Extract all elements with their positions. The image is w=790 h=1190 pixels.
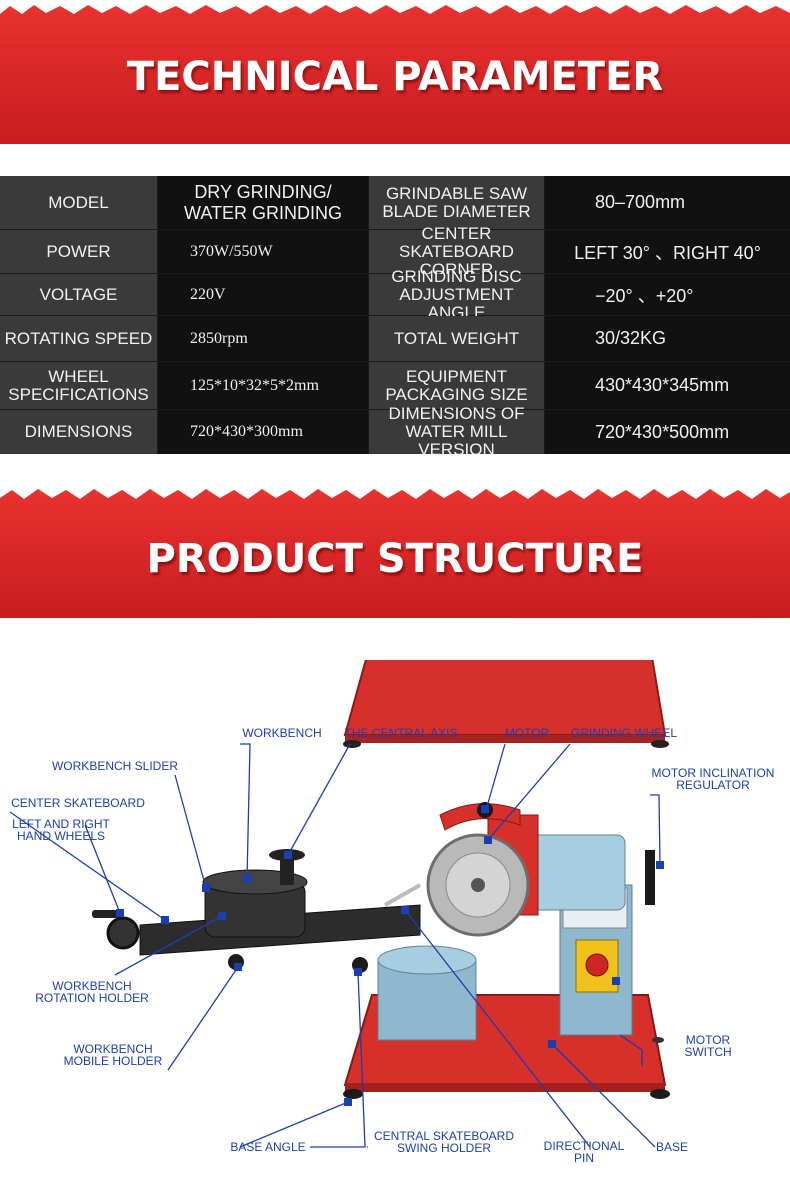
spec-label: GRINDING DISC ADJUSTMENT ANGLE [369, 267, 544, 321]
hand-wheel[interactable] [106, 916, 140, 950]
spec-label: VOLTAGE [0, 274, 157, 315]
spec-label: EQUIPMENT PACKAGING SIZE [369, 362, 544, 409]
callout-workbench-slider: WORKBENCH SLIDER [51, 759, 179, 773]
spec-value: LEFT 30° 、RIGHT 40° [545, 230, 790, 273]
wheel-nut [471, 878, 485, 892]
spec-label: DIMENSIONS OF WATER MILL VERSION [369, 405, 544, 459]
callout-workbench: WORKBENCH [242, 726, 322, 740]
spec-label: POWER [0, 230, 157, 273]
technical-parameter-banner: TECHNICAL PARAMETER [0, 0, 790, 150]
grinder-machine [9, 743, 670, 1148]
base-plate-edge [345, 735, 665, 743]
spec-value: 125*10*32*5*2mm [158, 362, 368, 409]
base-foot-left [343, 740, 361, 748]
callout-directional-pin: DIRECTIONAL PIN [543, 1139, 625, 1165]
product-structure-title: PRODUCT STRUCTURE [146, 536, 644, 582]
callout-base: BASE [655, 1140, 688, 1154]
callout-base-angle: BASE ANGLE [230, 1140, 306, 1154]
callout-motor-switch: MOTOR SWITCH [684, 1033, 732, 1059]
motor-body [524, 834, 626, 911]
callout-hand-wheels: LEFT AND RIGHT HAND WHEELS [12, 817, 110, 843]
callout-markers [116, 805, 664, 1106]
hand-wheel-handle[interactable] [92, 910, 120, 918]
base-foot [343, 1089, 363, 1099]
spec-value: 2850rpm [158, 316, 368, 361]
callout-swing-holder: CENTRAL SKATEBOARD SWING HOLDER [373, 1129, 515, 1155]
callout-motor-inclination-regulator: MOTOR INCLINATION REGULATOR [651, 766, 775, 792]
callout-workbench-mobile-holder: WORKBENCH MOBILE HOLDER [63, 1042, 163, 1068]
callout-central-axis: THE CENTRAL AXIS [344, 726, 458, 740]
wheel-cover [439, 803, 521, 831]
directional-pin [384, 883, 421, 907]
product-structure-banner: PRODUCT STRUCTURE [0, 482, 790, 622]
spec-label: WHEEL SPECIFICATIONS [0, 362, 157, 409]
motor-switch-knob[interactable] [585, 953, 609, 977]
column-top [377, 945, 477, 975]
spec-value: 220V [158, 274, 368, 315]
central-axis-post [280, 855, 294, 885]
spec-value: 720*430*500mm [545, 410, 790, 454]
spec-value: 80–700mm [545, 176, 790, 229]
inclination-lever[interactable] [645, 850, 655, 905]
spec-label: MODEL [0, 176, 157, 229]
callout-lines [9, 743, 661, 1148]
spec-value: 370W/550W [158, 230, 368, 273]
spec-label: GRINDABLE SAW BLADE DIAMETER [369, 176, 544, 229]
spec-value: DRY GRINDING/ WATER GRINDING [158, 176, 368, 229]
spec-label: DIMENSIONS [0, 410, 157, 454]
spec-value: 30/32KG [545, 316, 790, 361]
callout-motor: MOTOR [504, 726, 550, 740]
spec-label: CENTER SKATEBOARD CORNER [369, 224, 544, 278]
base-edge [345, 1083, 665, 1092]
spec-value: −20° 、+20° [545, 274, 790, 315]
spec-label: ROTATING SPEED [0, 316, 157, 361]
technical-parameter-title: TECHNICAL PARAMETER [126, 54, 664, 100]
base-foot-right [651, 740, 669, 748]
spec-value: 430*430*345mm [545, 362, 790, 409]
switch-plate [575, 939, 619, 993]
base-bolt [652, 1037, 664, 1043]
spec-label: TOTAL WEIGHT [369, 316, 544, 361]
red-banner-shape [0, 5, 790, 144]
callout-center-skateboard: CENTER SKATEBOARD [11, 796, 145, 810]
callout-workbench-rotation-holder: WORKBENCH ROTATION HOLDER [35, 979, 149, 1005]
base-foot [650, 1089, 670, 1099]
callout-grinding-wheel: GRINDING WHEEL [570, 726, 677, 740]
spec-value: 720*430*300mm [158, 410, 368, 454]
red-banner-shape [0, 489, 790, 618]
